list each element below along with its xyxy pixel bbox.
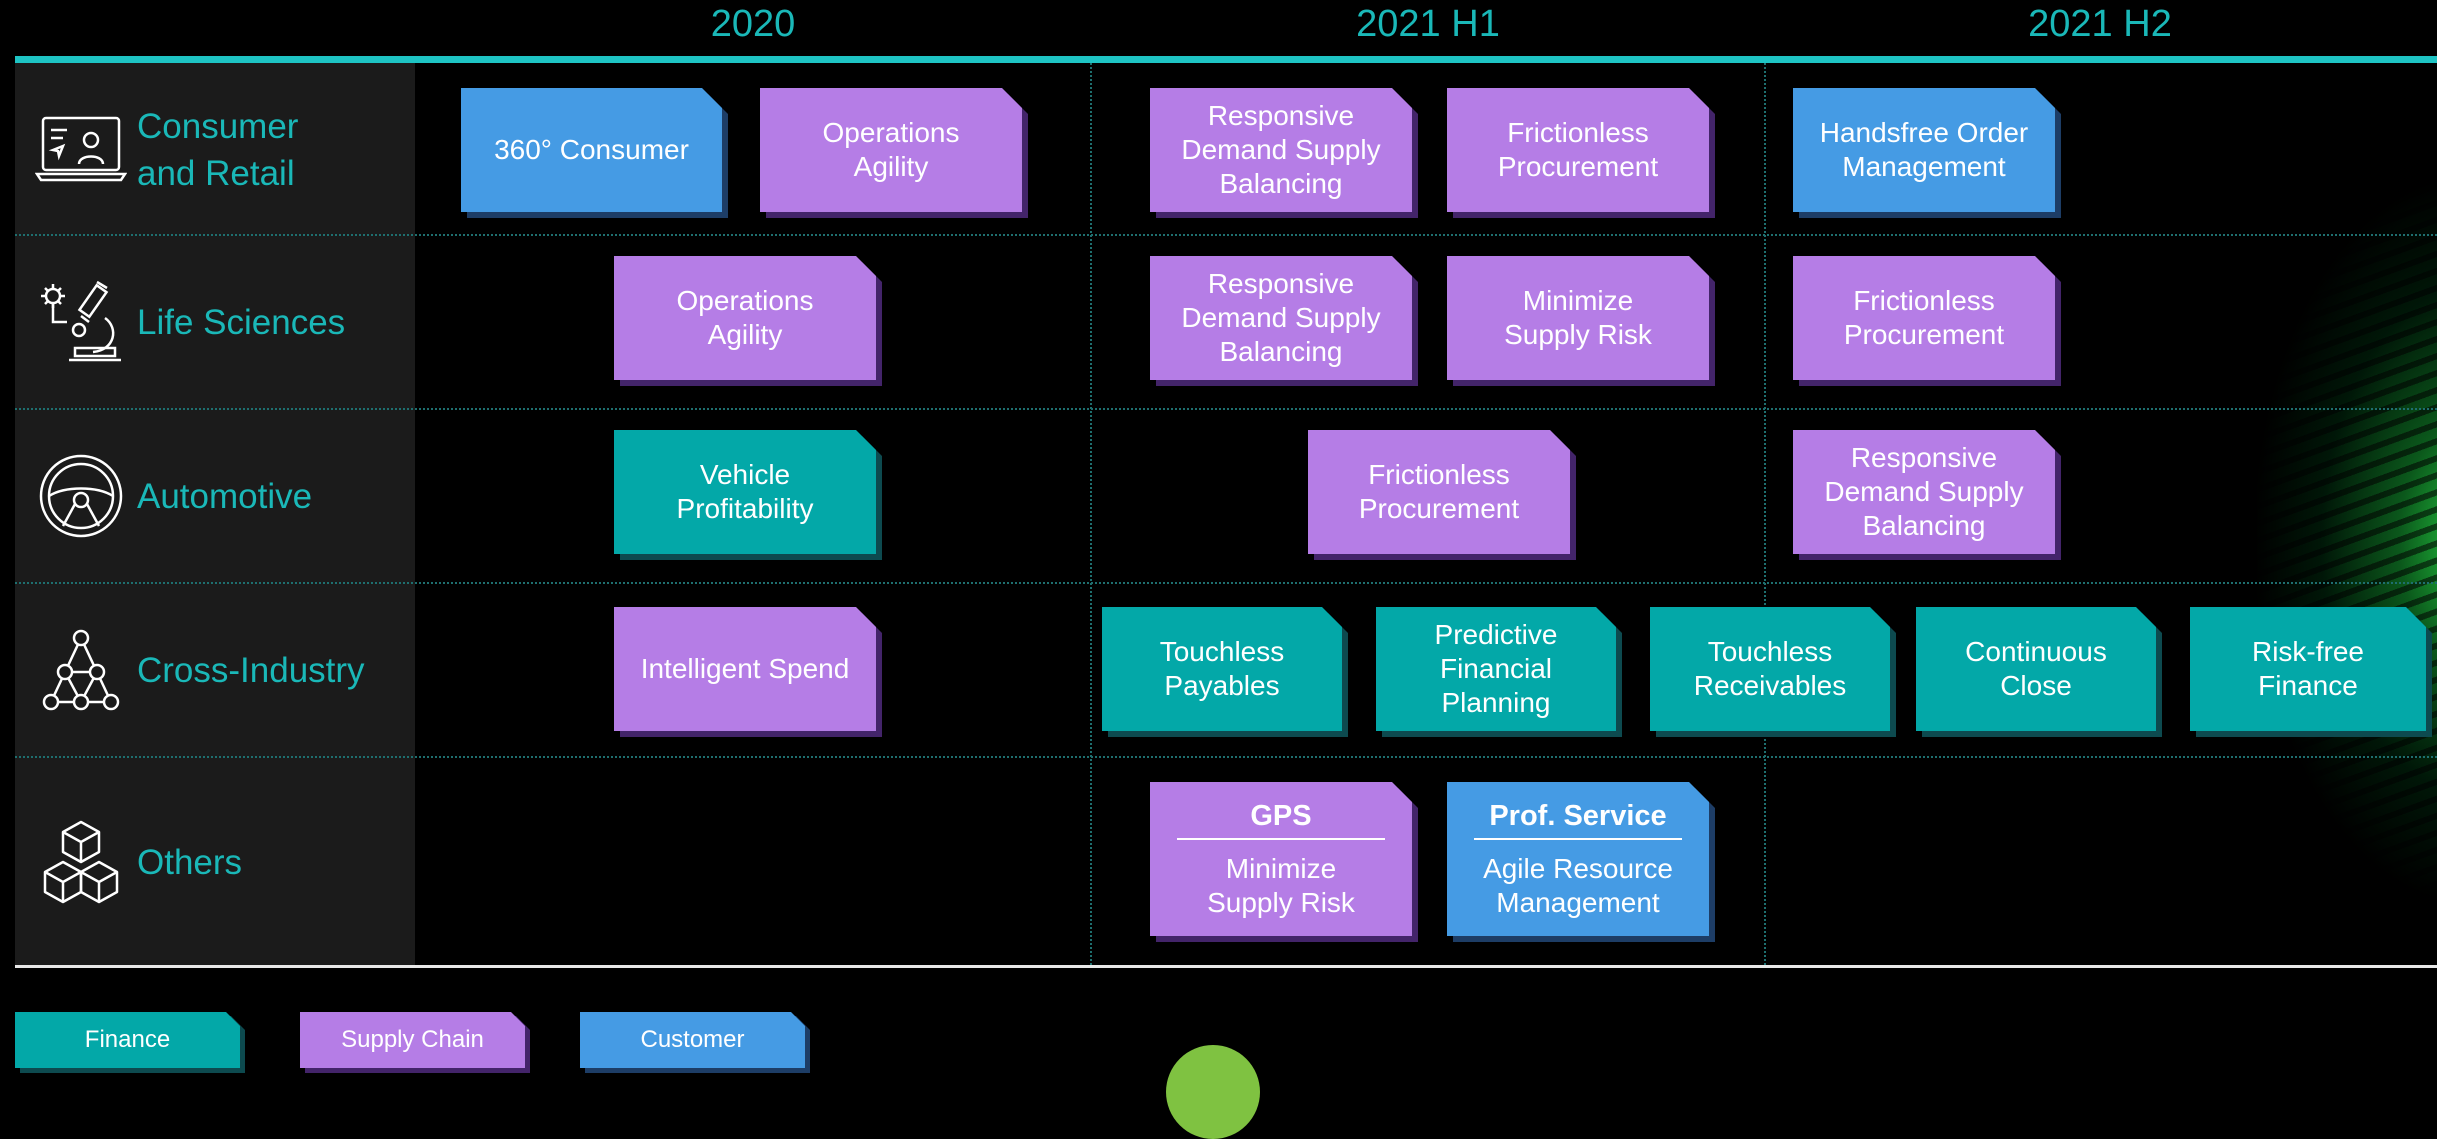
row-cross-industry: Cross-Industry <box>35 583 415 757</box>
column-header-2020: 2020 <box>710 3 796 45</box>
card-touchless-receivables[interactable]: Touchless Receivables <box>1650 607 1890 731</box>
card-gps-minimize-supply-risk[interactable]: GPS Minimize Supply Risk <box>1150 782 1412 936</box>
card-intelligent-spend[interactable]: Intelligent Spend <box>614 607 876 731</box>
column-divider <box>1764 63 1766 965</box>
row-divider <box>15 234 2437 236</box>
card-body: Minimize Supply Risk <box>1207 853 1355 918</box>
legend-finance: Finance <box>15 1012 240 1068</box>
card-frictionless-procurement[interactable]: Frictionless Procurement <box>1447 88 1709 212</box>
card-responsive-demand-supply-balancing[interactable]: Responsive Demand Supply Balancing <box>1793 430 2055 554</box>
header-divider-bar <box>15 56 2437 63</box>
card-touchless-payables[interactable]: Touchless Payables <box>1102 607 1342 731</box>
row-label-consumer-retail: Consumer and Retail <box>137 107 299 193</box>
row-label-life-sciences: Life Sciences <box>137 302 346 342</box>
card-prof-service-agile-resource-management[interactable]: Prof. Service Agile Resource Management <box>1447 782 1709 936</box>
row-label-panel <box>15 63 415 965</box>
steering-wheel-icon <box>35 450 127 542</box>
row-label-automotive: Automotive <box>137 476 313 516</box>
card-vehicle-profitability[interactable]: Vehicle Profitability <box>614 430 876 554</box>
row-automotive: Automotive <box>35 409 415 583</box>
bottom-divider <box>15 965 2437 968</box>
row-divider <box>15 582 2437 584</box>
network-icon <box>35 624 127 716</box>
card-continuous-close[interactable]: Continuous Close <box>1916 607 2156 731</box>
card-minimize-supply-risk[interactable]: Minimize Supply Risk <box>1447 256 1709 380</box>
card-predictive-financial-planning[interactable]: Predictive Financial Planning <box>1376 607 1616 731</box>
card-360-consumer[interactable]: 360° Consumer <box>461 88 722 212</box>
column-header-2021-h1: 2021 H1 <box>1356 3 1500 45</box>
column-header-2021-h2: 2021 H2 <box>2028 3 2172 45</box>
microscope-icon <box>35 276 127 368</box>
row-label-others: Others <box>137 842 243 882</box>
card-frictionless-procurement[interactable]: Frictionless Procurement <box>1308 430 1570 554</box>
legend-customer: Customer <box>580 1012 805 1068</box>
legend-supply-chain: Supply Chain <box>300 1012 525 1068</box>
card-body: Agile Resource Management <box>1483 853 1673 918</box>
row-others: Others <box>35 775 415 949</box>
card-title: GPS <box>1250 800 1312 832</box>
card-title-divider <box>1474 838 1682 840</box>
card-title-divider <box>1177 838 1385 840</box>
card-risk-free-finance[interactable]: Risk-free Finance <box>2190 607 2426 731</box>
row-divider <box>15 408 2437 410</box>
column-divider <box>1090 63 1092 965</box>
card-responsive-demand-supply-balancing[interactable]: Responsive Demand Supply Balancing <box>1150 256 1412 380</box>
logo-icon <box>1166 1045 1260 1139</box>
card-responsive-demand-supply-balancing[interactable]: Responsive Demand Supply Balancing <box>1150 88 1412 212</box>
row-life-sciences: Life Sciences <box>35 235 415 409</box>
boxes-icon <box>35 816 127 908</box>
card-operations-agility[interactable]: Operations Agility <box>760 88 1022 212</box>
row-divider <box>15 756 2437 758</box>
row-consumer-retail: Consumer and Retail <box>35 63 415 237</box>
card-title: Prof. Service <box>1489 800 1667 832</box>
card-handsfree-order-management[interactable]: Handsfree Order Management <box>1793 88 2055 212</box>
consumer-retail-icon <box>35 104 127 196</box>
card-operations-agility[interactable]: Operations Agility <box>614 256 876 380</box>
card-frictionless-procurement[interactable]: Frictionless Procurement <box>1793 256 2055 380</box>
row-label-cross-industry: Cross-Industry <box>137 650 365 690</box>
green-glow-decoration <box>2257 180 2437 900</box>
